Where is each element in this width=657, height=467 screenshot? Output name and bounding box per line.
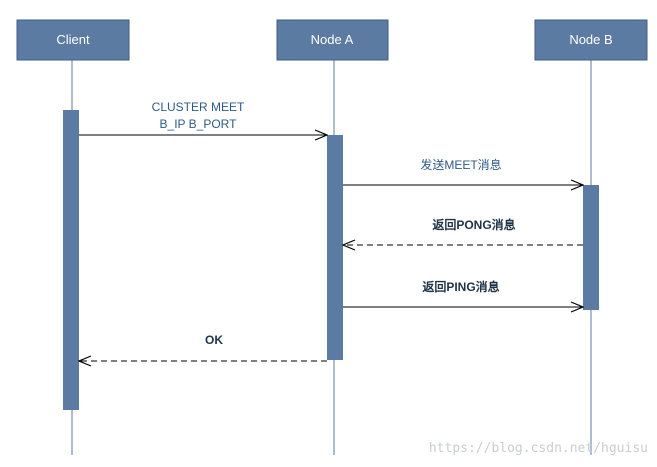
ping-label: 返回PING消息 — [422, 279, 499, 294]
node-a-label: Node A — [311, 32, 354, 47]
pong-label: 返回PONG消息 — [432, 217, 515, 232]
node-a-head: Node A — [276, 19, 389, 61]
node-b-head: Node B — [534, 19, 648, 61]
watermark-text: https://blog.csdn.net/hguisu — [429, 441, 648, 456]
cluster-meet-label-line2: B_IP B_PORT — [160, 117, 238, 131]
send-meet-label: 发送MEET消息 — [420, 157, 501, 172]
cluster-meet-label-line1: CLUSTER MEET — [152, 100, 245, 114]
node-a-activation-bar — [327, 135, 343, 360]
ok-label: OK — [205, 333, 223, 347]
client-head: Client — [16, 19, 130, 61]
node-b-activation-bar — [583, 185, 599, 310]
client-label: Client — [56, 32, 90, 47]
node-b-label: Node B — [569, 32, 612, 47]
client-activation-bar — [63, 110, 79, 410]
